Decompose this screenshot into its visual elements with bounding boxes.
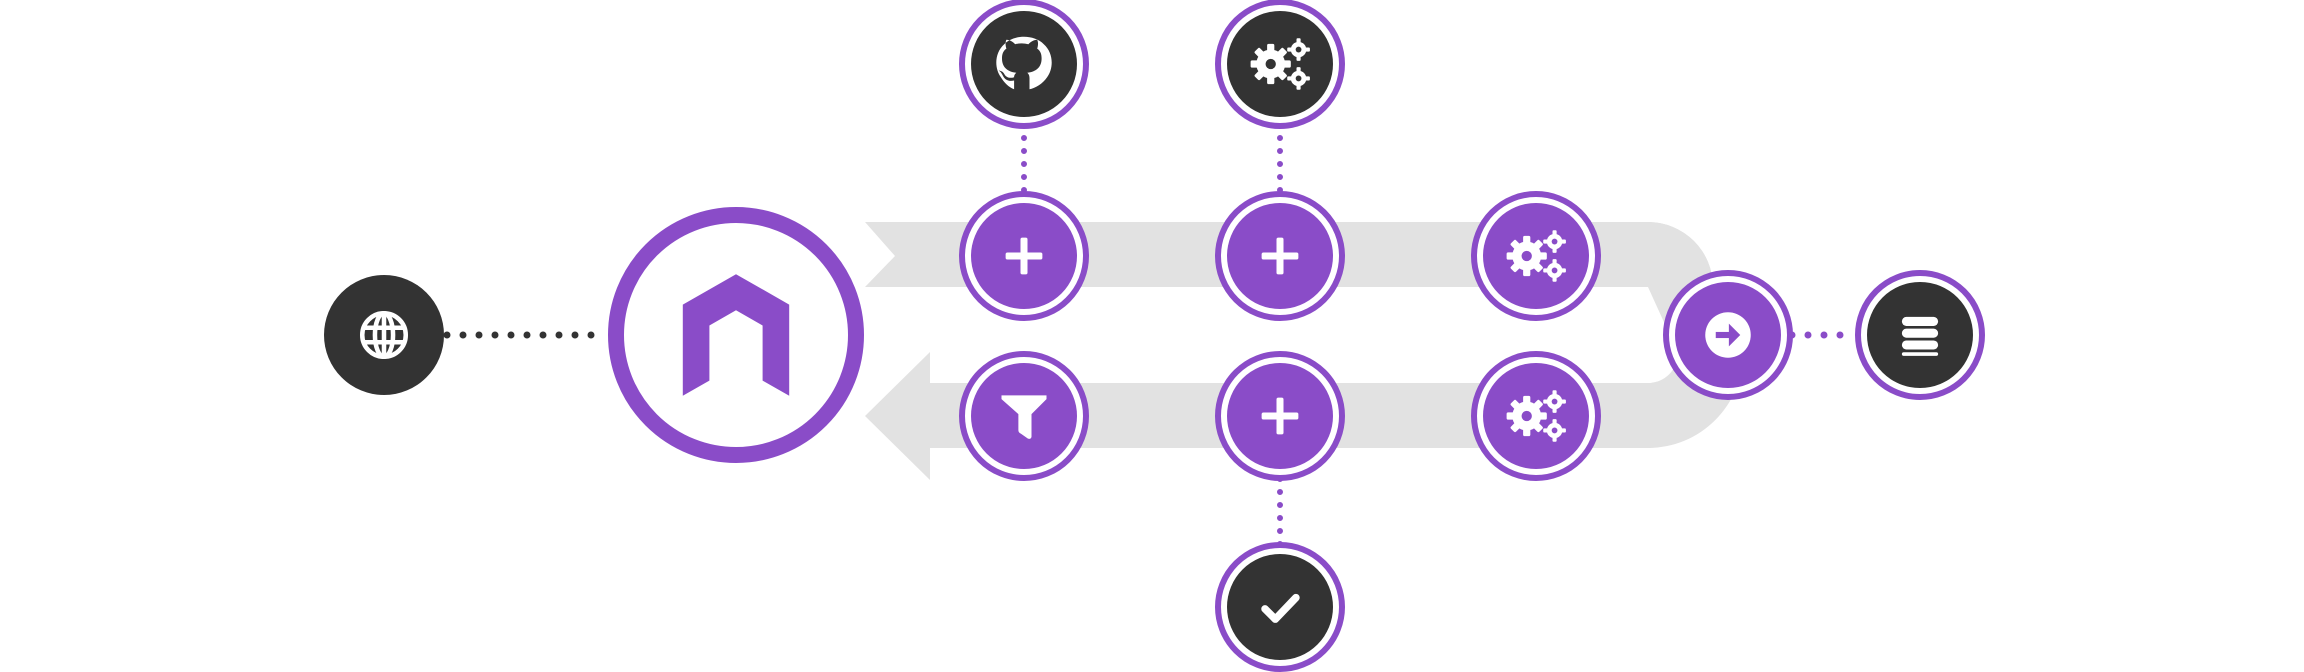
ngrok-edge-node[interactable] bbox=[608, 207, 864, 463]
internet-node[interactable] bbox=[324, 275, 444, 395]
response-filter-node[interactable] bbox=[959, 351, 1089, 481]
upstream-database-node[interactable] bbox=[1855, 270, 1985, 400]
github-auth-node[interactable] bbox=[959, 0, 1089, 129]
request-process-node[interactable] bbox=[1471, 191, 1601, 321]
response-add-node[interactable] bbox=[1215, 351, 1345, 481]
forward-endpoint-node[interactable] bbox=[1663, 270, 1793, 400]
request-add-node-1[interactable] bbox=[959, 191, 1089, 321]
forward-icon bbox=[1705, 312, 1751, 358]
verification-node[interactable] bbox=[1215, 542, 1345, 672]
request-add-node-2[interactable] bbox=[1215, 191, 1345, 321]
custom-action-node[interactable] bbox=[1215, 0, 1345, 129]
response-process-node[interactable] bbox=[1471, 351, 1601, 481]
